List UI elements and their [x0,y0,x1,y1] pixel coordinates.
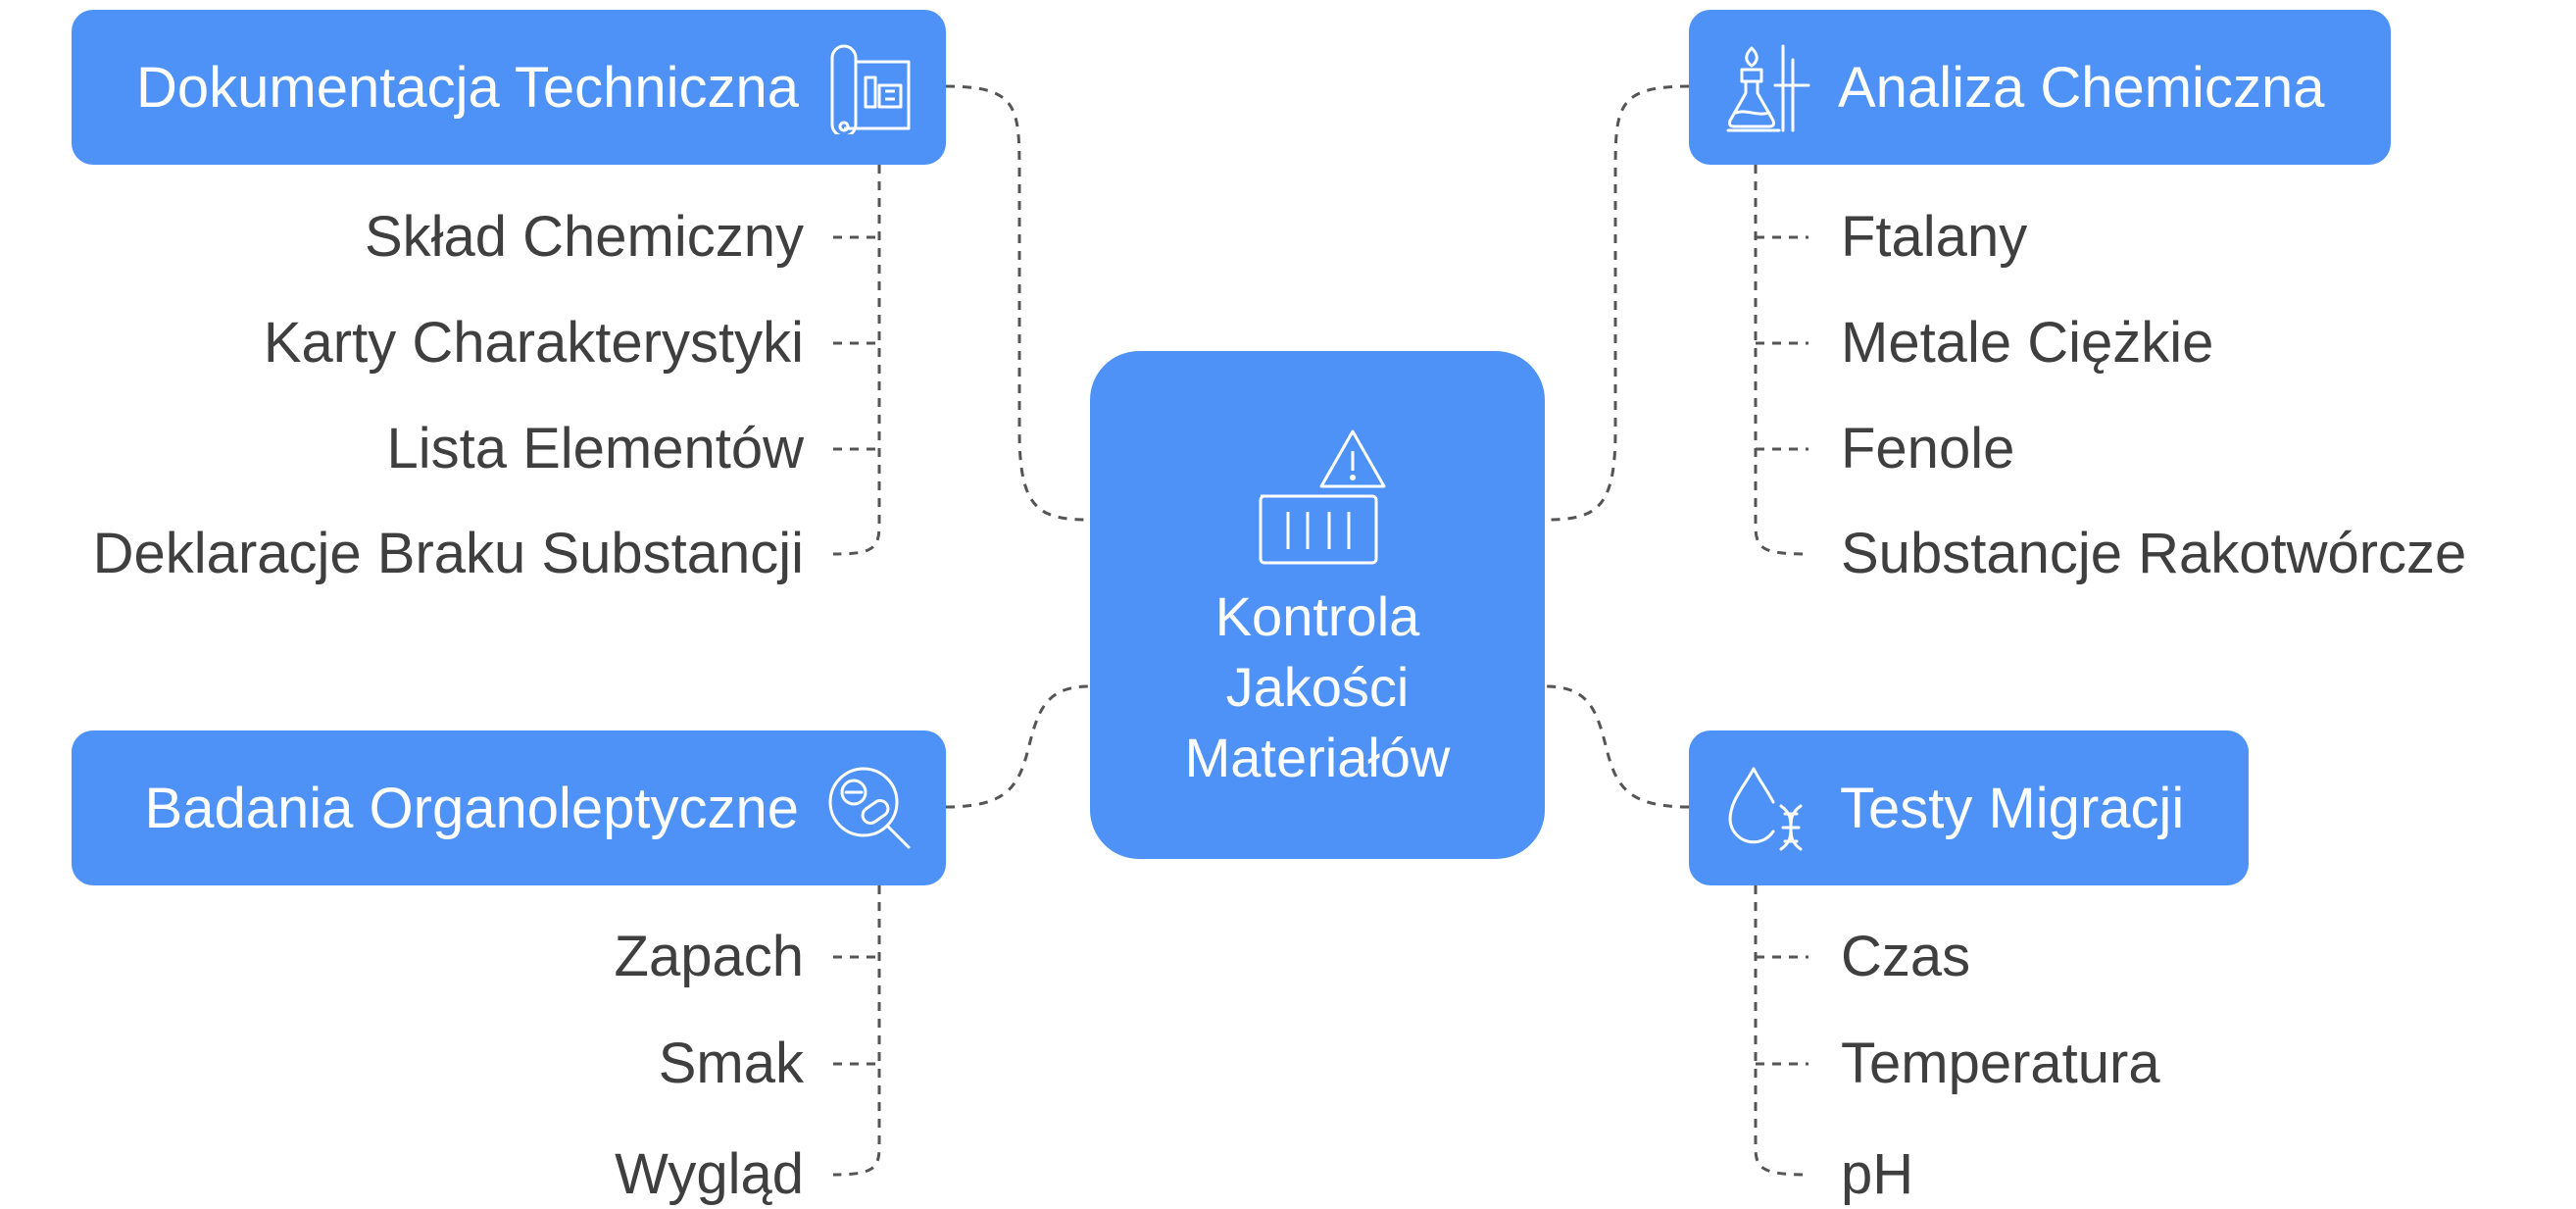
branch-title: Badania Organoleptyczne [144,776,799,840]
list-item: pH [1841,1142,1914,1206]
center-node[interactable]: Kontrola Jakości Materiałów [1090,351,1545,859]
branch-analiza-header[interactable]: Analiza Chemiczna [1689,10,2391,165]
warning-container-icon [1259,429,1386,565]
center-title: Kontrola Jakości Materiałów [1090,581,1545,793]
list-item: Czas [1841,925,1971,988]
list-item: Metale Ciężkie [1841,311,2214,375]
lab-flask-icon [1726,44,1810,132]
branch-badania-header[interactable]: Badania Organoleptyczne [72,730,946,885]
branch-testy-header[interactable]: Testy Migracji [1689,730,2249,885]
list-item: Substancje Rakotwórcze [1841,522,2467,585]
branch-title: Analiza Chemiczna [1838,55,2325,120]
blueprint-icon [830,44,911,134]
list-item: Fenole [1841,417,2015,480]
list-item: Deklaracje Braku Substancji [92,522,804,585]
center-title-line: Jakości [1225,656,1410,718]
center-title-line: Kontrola [1214,585,1420,647]
list-item: Ftalany [1841,205,2028,269]
pills-magnifier-icon [828,767,911,849]
list-item: Lista Elementów [386,417,804,480]
list-item: Wygląd [615,1142,804,1206]
list-item: Skład Chemiczny [364,205,804,269]
branch-title: Testy Migracji [1840,776,2185,840]
list-item: Temperatura [1841,1032,2160,1095]
center-title-line: Materiałów [1184,727,1451,788]
branch-title: Dokumentacja Techniczna [136,55,799,120]
droplet-dna-icon [1728,767,1803,851]
list-item: Karty Charakterystyki [263,311,804,375]
list-item: Smak [658,1032,804,1095]
branch-dokumentacja-header[interactable]: Dokumentacja Techniczna [72,10,946,165]
list-item: Zapach [614,925,804,988]
